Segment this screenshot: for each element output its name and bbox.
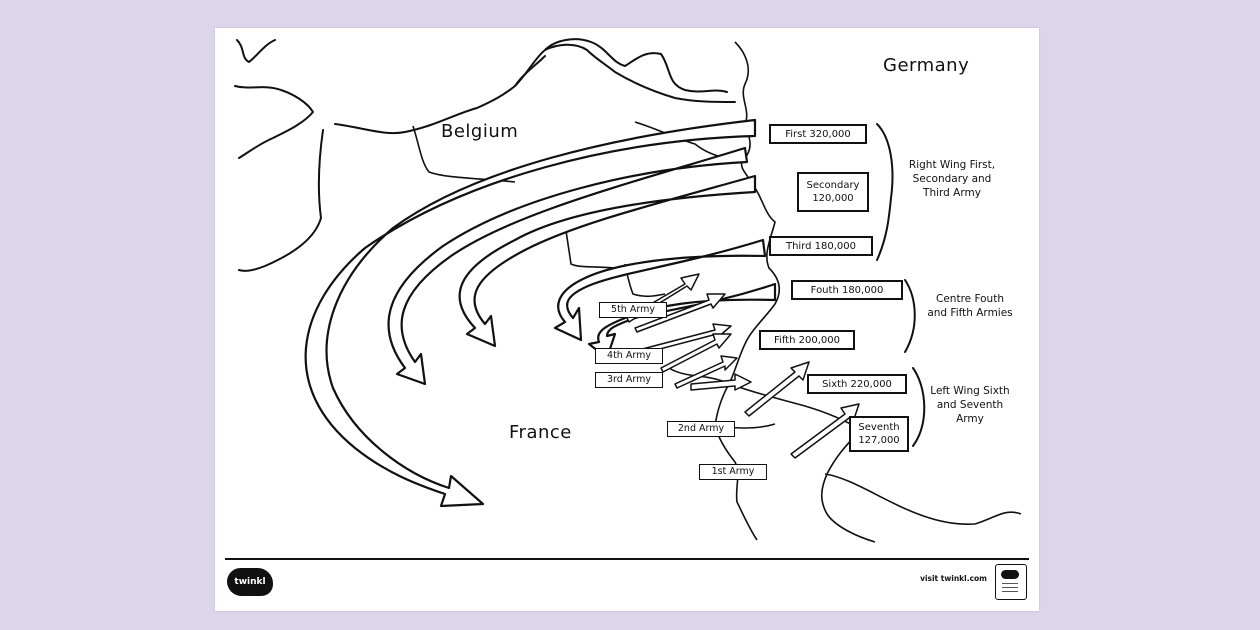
coastline-france xyxy=(238,129,324,272)
army-box-sixth: Sixth 220,000 xyxy=(807,374,907,394)
french-arrow-5 xyxy=(674,355,738,389)
label-right-wing: Right Wing First, Secondary and Third Ar… xyxy=(908,159,996,199)
footer-divider xyxy=(225,558,1029,560)
label-centre: Centre Fouth and Fifth Armies xyxy=(927,293,1013,319)
french-arrow-6 xyxy=(744,361,810,417)
french-arrow-7 xyxy=(790,403,860,459)
coastline-netherlands xyxy=(514,38,728,93)
french-1st-army: 1st Army xyxy=(699,464,767,480)
french-2nd-army: 2nd Army xyxy=(667,421,735,437)
brace-left-wing xyxy=(912,367,926,447)
arrow-first-army xyxy=(304,118,757,508)
french-arrow-2 xyxy=(634,293,726,333)
french-3rd-army: 3rd Army xyxy=(595,372,663,388)
arrow-second-army xyxy=(387,146,749,386)
label-germany: Germany xyxy=(883,55,970,76)
label-belgium: Belgium xyxy=(441,121,519,142)
label-france: France xyxy=(509,422,572,443)
french-5th-army: 5th Army xyxy=(599,302,667,318)
arrow-fifth-army xyxy=(587,282,777,360)
footer-website: visit twinkl.com xyxy=(920,574,987,583)
french-4th-army: 4th Army xyxy=(595,348,663,364)
army-box-third: Third 180,000 xyxy=(769,236,873,256)
brace-centre xyxy=(904,279,916,353)
badge-icon xyxy=(995,564,1027,600)
army-box-fifth: Fifth 200,000 xyxy=(759,330,855,350)
army-box-seventh: Seventh 127,000 xyxy=(849,416,909,452)
army-box-first: First 320,000 xyxy=(769,124,867,144)
french-arrow-4 xyxy=(660,333,732,373)
twinkl-logo: twinkl xyxy=(227,568,273,596)
arrow-fourth-army xyxy=(553,238,767,342)
army-box-fourth: Fouth 180,000 xyxy=(791,280,903,300)
label-left-wing: Left Wing Sixth and Seventh Army xyxy=(930,385,1010,425)
arrow-third-army xyxy=(458,174,757,348)
army-box-second: Secondary 120,000 xyxy=(797,172,869,212)
map-drawing xyxy=(234,38,1022,543)
brace-right-wing xyxy=(876,123,894,261)
worksheet-page: Germany Belgium France First 320,000 Sec… xyxy=(215,28,1039,611)
french-arrow-8 xyxy=(690,373,752,391)
